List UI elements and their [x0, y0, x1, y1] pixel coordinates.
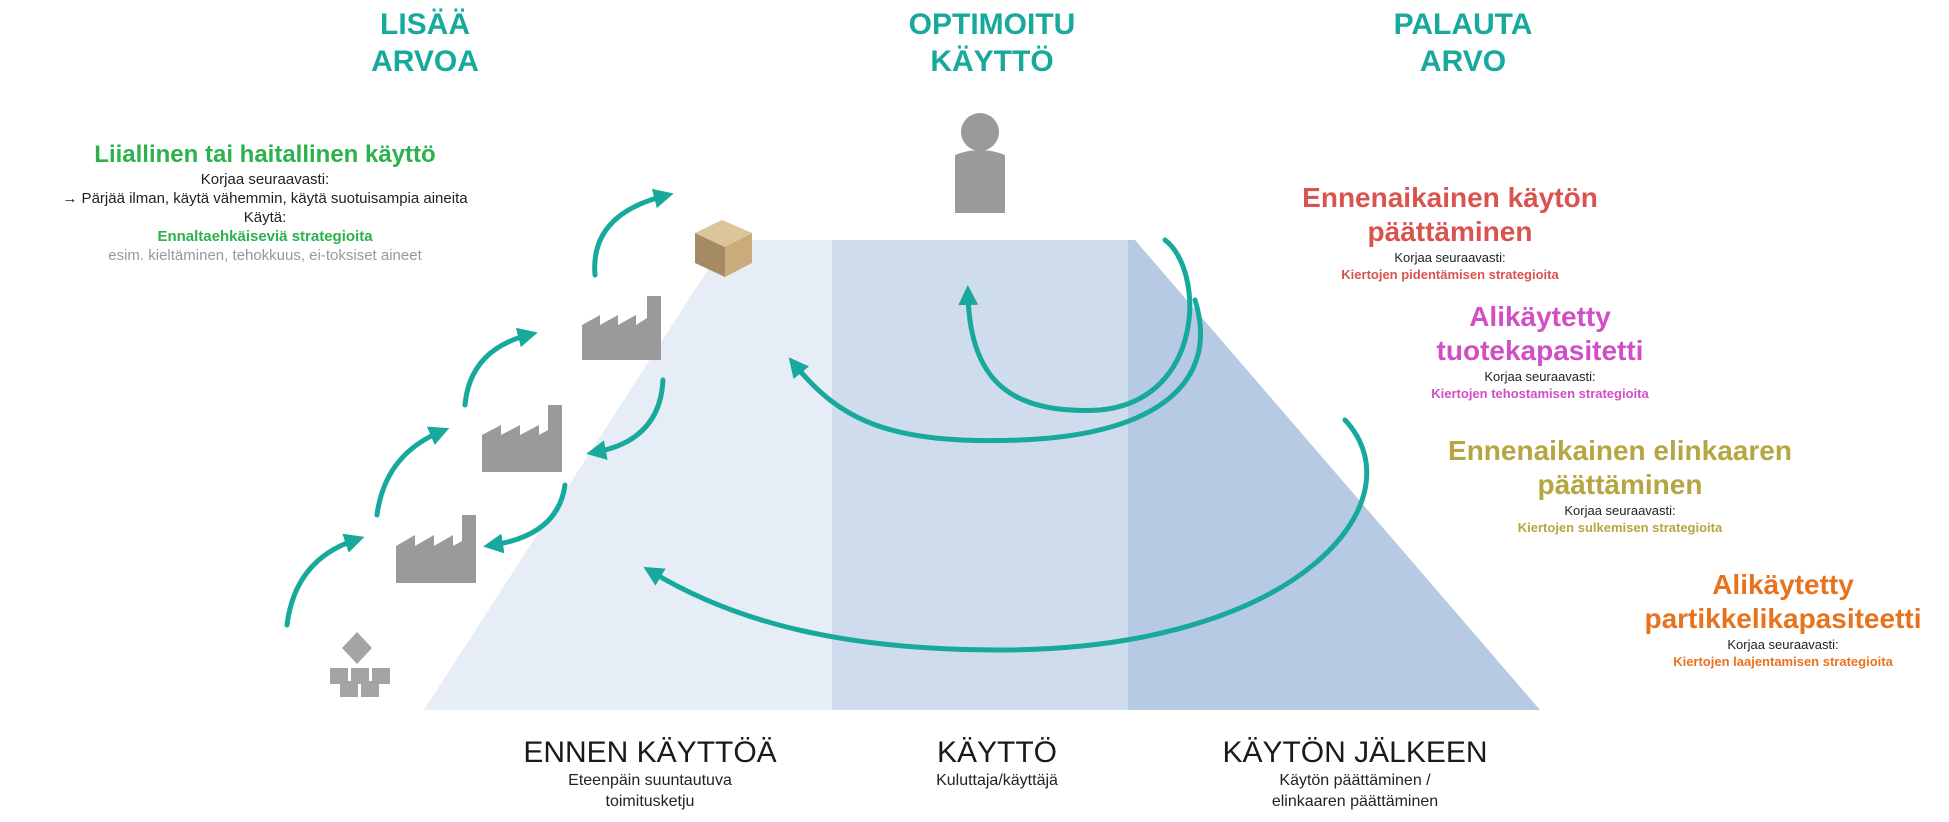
phase-use-title: KÄYTTÖ — [936, 736, 1057, 769]
phase-post-use-title: KÄYTÖN JÄLKEEN — [1222, 736, 1488, 769]
issue-3-title-line2: päättäminen — [1537, 469, 1703, 500]
column-heading-left: LISÄÄ ARVOA — [265, 6, 585, 80]
phase-pre-use: ENNEN KÄYTTÖÄ Eteenpäin suuntautuva toim… — [460, 736, 840, 812]
supply-arrow-3 — [462, 327, 538, 408]
excessive-use-examples: esim. kieltäminen, tehokkuus, ei-toksise… — [108, 247, 422, 264]
issue-1-title-line1: Ennenaikainen käytön — [1302, 182, 1598, 213]
issue-1-title-line2: päättäminen — [1367, 216, 1533, 247]
phase-post-use: KÄYTÖN JÄLKEEN Käytön päättäminen / elin… — [1165, 736, 1545, 812]
column-heading-right: PALAUTA ARVO — [1303, 6, 1623, 80]
issue-underused-particle: Alikäytetty partikkelikapasiteetti Korja… — [1618, 568, 1948, 670]
column-heading-middle-line2: KÄYTTÖ — [930, 45, 1054, 78]
excessive-use-strategy: Ennaltaehkäiseviä strategioita — [157, 228, 373, 245]
pre-use-segment — [424, 240, 832, 710]
use-segment — [832, 240, 1128, 710]
supply-arrow-2 — [374, 426, 450, 518]
phase-pre-use-sub2: toimitusketju — [605, 793, 695, 810]
issue-4-title-line1: Alikäytetty — [1712, 569, 1854, 600]
issue-3-fix: Korjaa seuraavasti: — [1564, 503, 1676, 518]
return-arrow-1 — [586, 377, 666, 460]
post-use-segment — [1128, 240, 1540, 710]
factory-icon-1 — [582, 296, 661, 360]
excessive-use-action: → Pärjää ilman, käytä vähemmin, käytä su… — [62, 190, 468, 207]
column-heading-right-line1: PALAUTA — [1393, 8, 1533, 41]
column-heading-right-line2: ARVO — [1419, 45, 1507, 78]
column-heading-middle-line1: OPTIMOITU — [908, 8, 1076, 41]
phase-post-use-sub2: elinkaaren päättäminen — [1271, 793, 1439, 810]
phase-pre-use-sub1: Eteenpäin suuntautuva — [568, 772, 732, 789]
column-heading-left-line1: LISÄÄ — [380, 8, 470, 41]
phase-post-use-sub1: Käytön päättäminen / — [1279, 772, 1431, 789]
excessive-use-fix: Korjaa seuraavasti: — [200, 171, 330, 188]
issue-2-fix: Korjaa seuraavasti: — [1484, 369, 1596, 384]
issue-premature-end-of-life: Ennenaikainen elinkaaren päättäminen Kor… — [1420, 434, 1820, 536]
issue-premature-use-end: Ennenaikainen käytön päättäminen Korjaa … — [1240, 181, 1660, 283]
factory-icon-3 — [396, 515, 476, 583]
supply-arrow-4 — [592, 188, 674, 278]
issue-2-strategy: Kiertojen tehostamisen strategioita — [1431, 386, 1649, 401]
supply-arrow-1 — [284, 533, 365, 628]
loop-arrow-intensify — [788, 297, 1203, 444]
issue-1-strategy: Kiertojen pidentämisen strategioita — [1341, 267, 1559, 282]
column-heading-left-line2: ARVOA — [371, 45, 479, 78]
issue-4-title-line2: partikkelikapasiteetti — [1644, 603, 1922, 634]
excessive-use-label: Käytä: — [243, 209, 287, 226]
issue-3-title-line1: Ennenaikainen elinkaaren — [1448, 435, 1792, 466]
issue-4-fix: Korjaa seuraavasti: — [1727, 637, 1839, 652]
issue-3-strategy: Kiertojen sulkemisen strategioita — [1517, 520, 1723, 535]
raw-materials-icon — [330, 632, 390, 697]
factory-icon-2 — [482, 405, 562, 472]
column-heading-middle: OPTIMOITU KÄYTTÖ — [832, 6, 1152, 80]
issue-underused-product: Alikäytetty tuotekapasitetti Korjaa seur… — [1340, 300, 1740, 402]
box-icon — [695, 220, 752, 277]
issue-4-strategy: Kiertojen laajentamisen strategioita — [1673, 654, 1893, 669]
issue-1-fix: Korjaa seuraavasti: — [1394, 250, 1506, 265]
return-arrow-2 — [483, 482, 568, 554]
issue-2-title-line1: Alikäytetty — [1469, 301, 1611, 332]
person-icon — [955, 113, 1005, 213]
excessive-use-block: Liiallinen tai haitallinen käyttö Korjaa… — [0, 140, 530, 265]
loop-arrow-extend — [958, 237, 1193, 413]
phase-use: KÄYTTÖ Kuluttaja/käyttäjä — [807, 736, 1187, 791]
phase-use-sub1: Kuluttaja/käyttäjä — [936, 772, 1058, 789]
excessive-use-title: Liiallinen tai haitallinen käyttö — [94, 141, 436, 168]
loop-arrow-close — [643, 417, 1370, 653]
issue-2-title-line2: tuotekapasitetti — [1436, 335, 1644, 366]
phase-pre-use-title: ENNEN KÄYTTÖÄ — [523, 736, 777, 769]
